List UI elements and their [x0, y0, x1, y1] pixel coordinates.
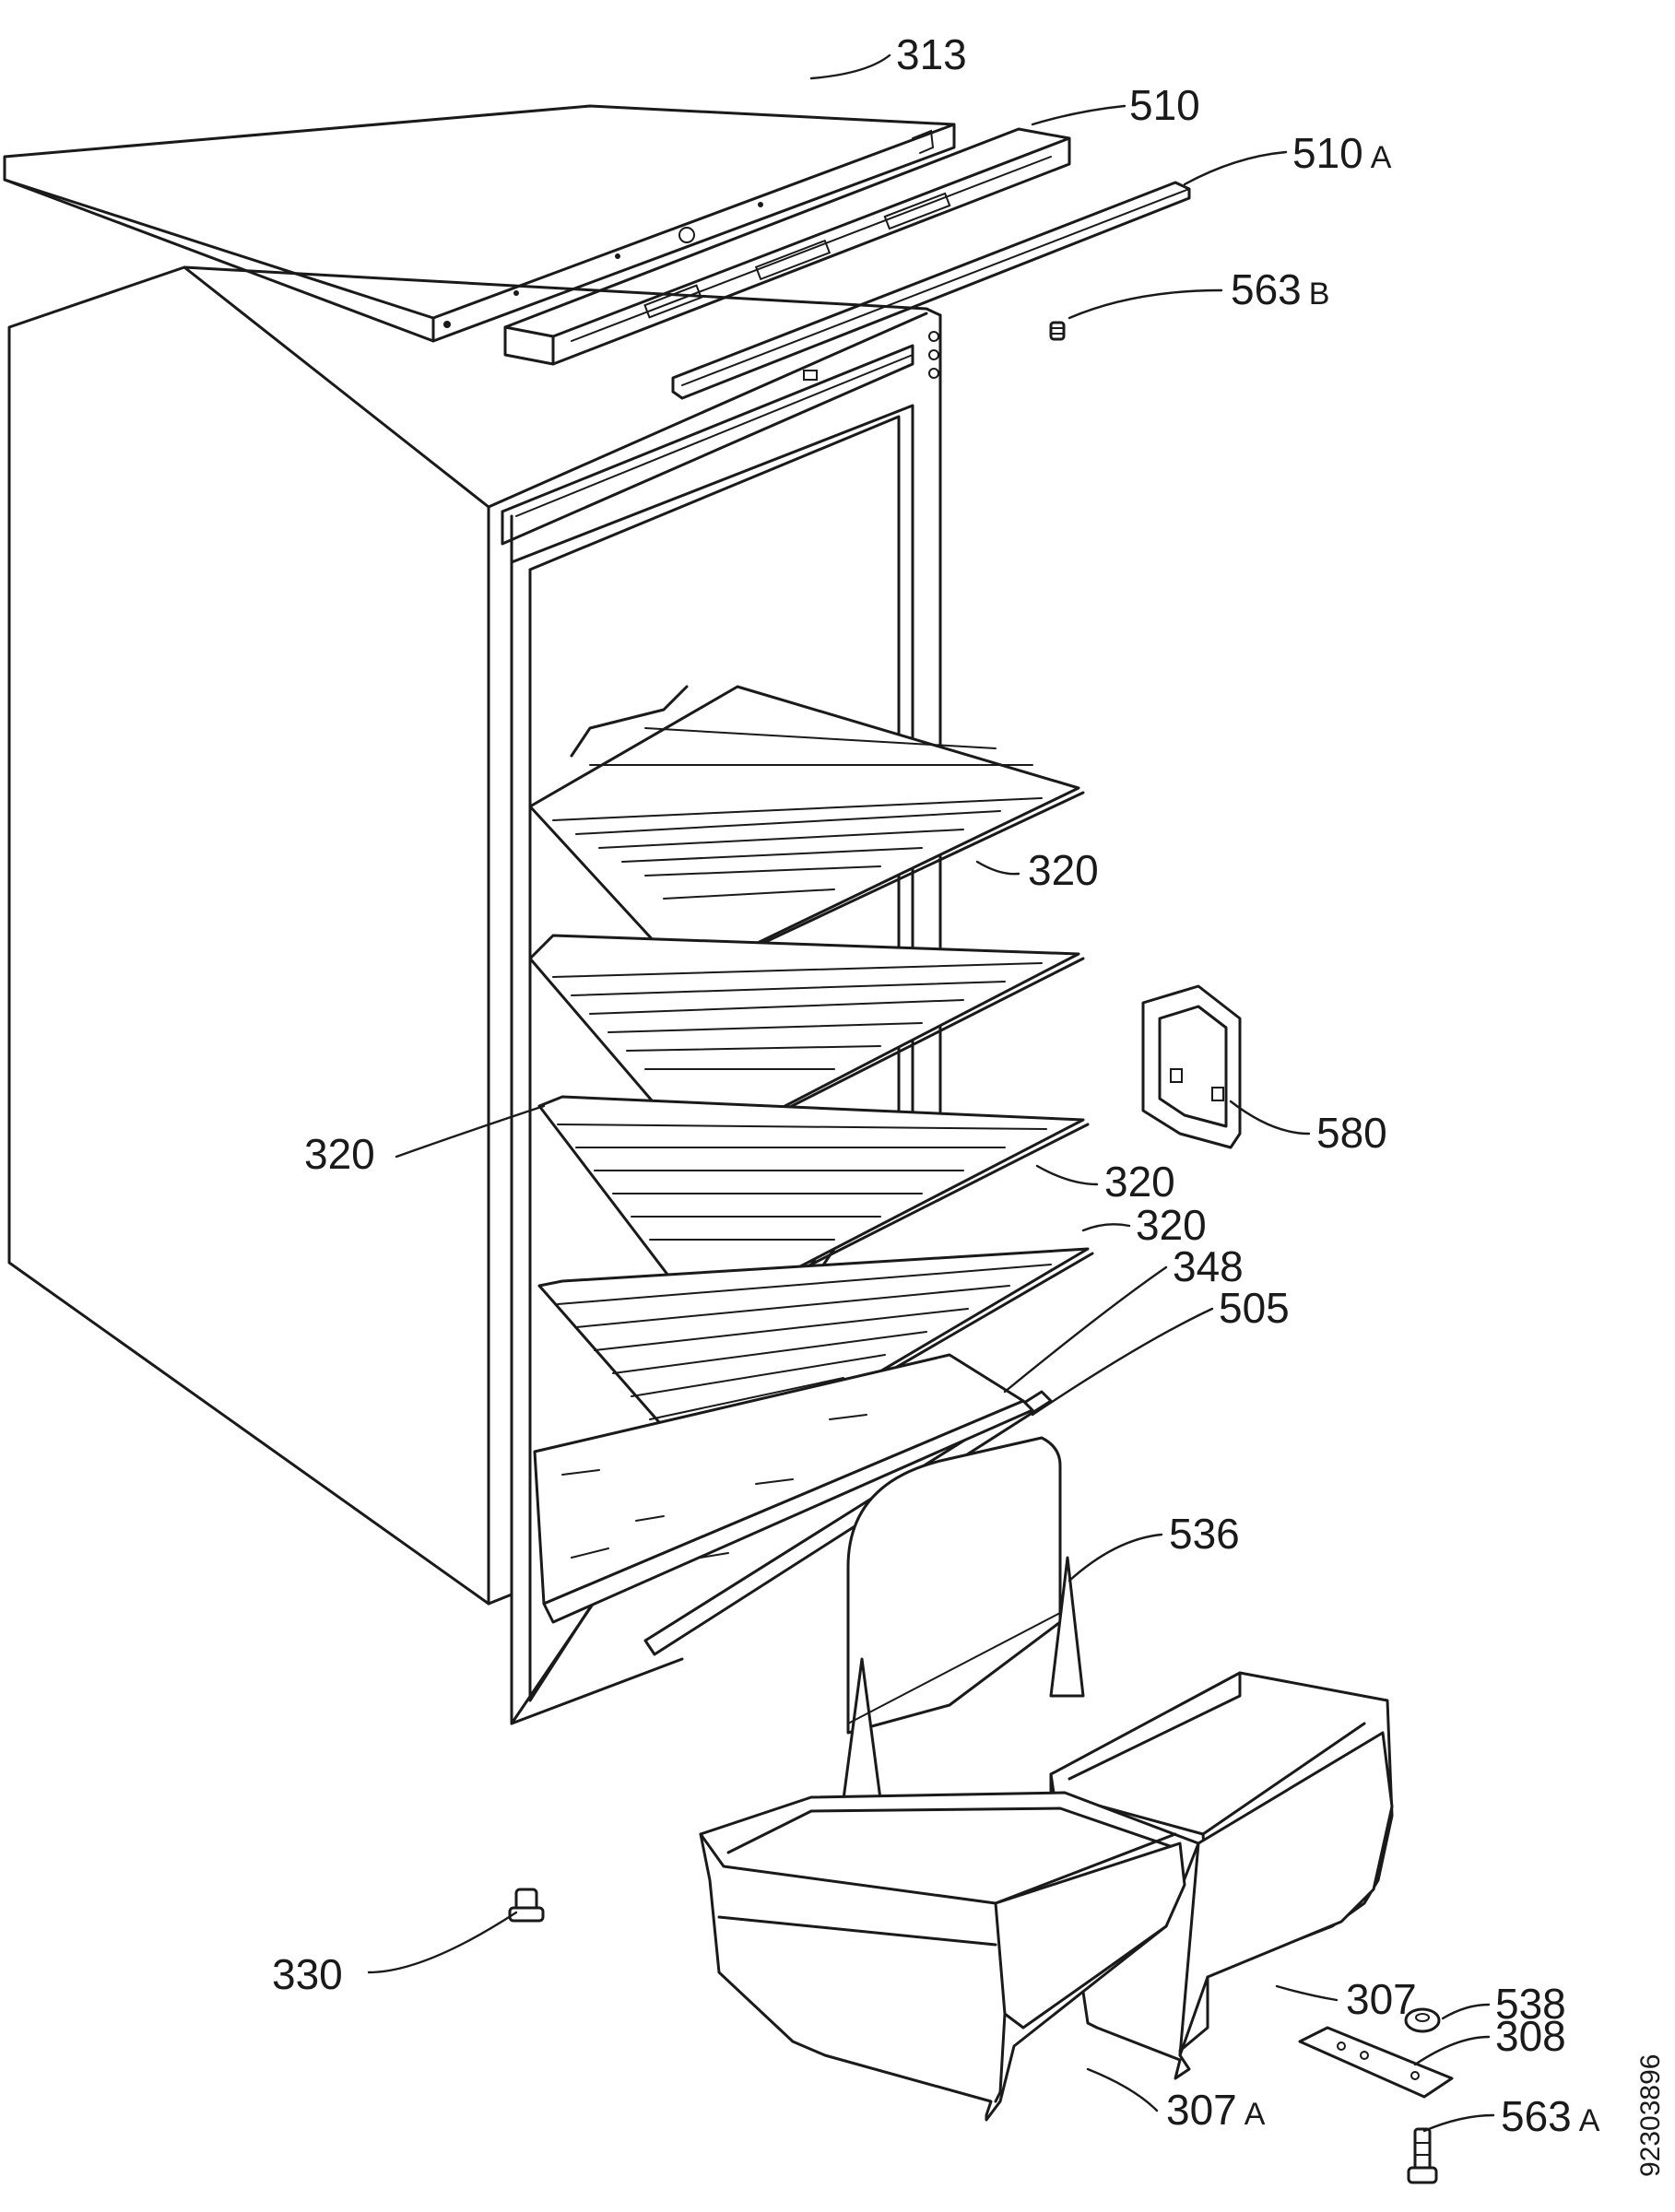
- label-307: 307: [1346, 1975, 1417, 2023]
- label-320-top: 320: [1028, 846, 1099, 894]
- crisper-drawer-right-part: [1049, 1671, 1394, 2080]
- top-cover-part: [3, 104, 956, 343]
- label-330: 330: [272, 1950, 343, 1998]
- label-505: 505: [1219, 1284, 1290, 1332]
- screw-563b-part: [1049, 321, 1066, 341]
- label-580: 580: [1316, 1109, 1387, 1157]
- foot-part: [508, 1888, 545, 1923]
- label-313: 313: [896, 30, 967, 78]
- label-510: 510: [1129, 81, 1200, 129]
- leader-lines: [367, 53, 1495, 2133]
- cabinet-body: [7, 265, 942, 1725]
- front-trim-part: [503, 127, 1071, 366]
- crisper-drawer-left-part: [699, 1791, 1200, 2122]
- label-308: 308: [1495, 2012, 1566, 2060]
- divider-part: [837, 1436, 1085, 1836]
- hinge-part: [1298, 2026, 1454, 2099]
- label-538: 538: [1495, 1980, 1566, 2028]
- trim-strip-part: [671, 181, 1191, 400]
- light-cover-part: [1141, 984, 1242, 1149]
- shelf-top-part: [528, 685, 1085, 979]
- bushing-part: [1404, 2007, 1441, 2033]
- drawing-reference-number: 92303896: [1635, 2054, 1666, 2177]
- label-536: 536: [1169, 1510, 1240, 1558]
- label-320-left: 320: [304, 1130, 375, 1178]
- label-320-mid: 320: [1104, 1158, 1175, 1206]
- hinge-pin-part: [1407, 2127, 1438, 2184]
- label-348: 348: [1173, 1242, 1244, 1290]
- label-320-low: 320: [1136, 1201, 1207, 1249]
